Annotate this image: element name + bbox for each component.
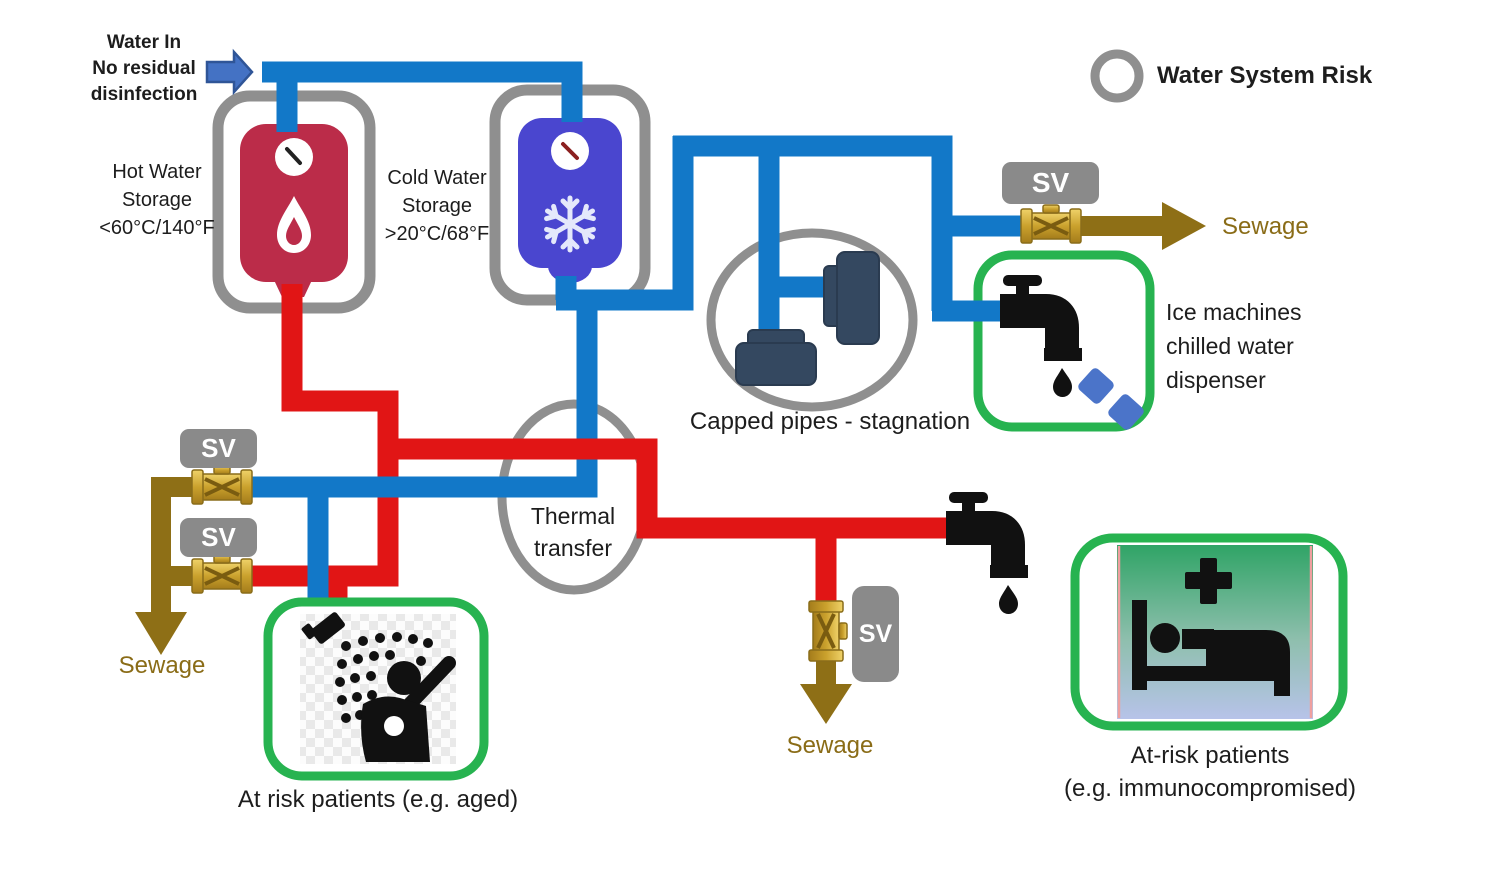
legend-label: Water System Risk <box>1157 62 1373 89</box>
water-in-label: Water In No residual disinfection <box>90 32 198 105</box>
thermal-transfer-label: Thermal transfer <box>530 503 616 561</box>
shower-caption: At risk patients (e.g. aged) <box>237 786 519 813</box>
ice-cubes-icon <box>1078 368 1144 430</box>
hot-water-pipe-to-faucet <box>378 438 948 539</box>
shower-person-icon <box>301 612 456 762</box>
valve-icon <box>190 464 254 506</box>
sewage-label: Sewage <box>786 732 874 759</box>
faucet-icon <box>946 492 1028 614</box>
sewage-arrow-icon <box>800 684 852 724</box>
cold-water-pipes <box>247 61 1026 600</box>
cold-tank-icon <box>518 118 622 268</box>
valve-icon <box>190 553 254 595</box>
sv-badge: SV <box>1002 162 1099 204</box>
hospital-bed-icon <box>1132 558 1290 696</box>
sv-badge: SV <box>852 586 899 682</box>
sewage-label: Sewage <box>118 652 206 679</box>
capped-pipes-label: Capped pipes - stagnation <box>689 408 971 435</box>
valve-icon <box>1019 203 1083 245</box>
bed-caption: At-risk patients (e.g. immunocompromised… <box>1063 742 1357 802</box>
at-risk-patient-box <box>1070 533 1348 731</box>
hot-storage-label: Hot Water Storage <60°C/140°F <box>99 161 215 239</box>
valve-icon <box>807 599 849 663</box>
medical-cross-icon <box>1185 558 1232 604</box>
sv-badge: SV <box>180 429 257 468</box>
sewage-arrow-icon <box>135 612 187 655</box>
sv-badge: SV <box>180 518 257 557</box>
ice-machine-label: Ice machines chilled water dispenser <box>1166 299 1302 393</box>
ice-machine-faucet <box>1000 275 1144 430</box>
sewage-label: Sewage <box>1222 213 1309 240</box>
capped-pipe-icon <box>735 251 880 386</box>
water-in-arrow-icon <box>205 48 254 96</box>
sewage-pipes <box>135 202 1206 724</box>
sewage-arrow-icon <box>1162 202 1206 250</box>
risk-circle-icon <box>1090 49 1144 103</box>
shower-outlet-box <box>263 597 489 781</box>
cold-storage-label: Cold Water Storage >20°C/68°F <box>384 167 490 245</box>
capped-pipes-risk-circle <box>706 228 918 412</box>
spray-dots <box>335 632 433 723</box>
